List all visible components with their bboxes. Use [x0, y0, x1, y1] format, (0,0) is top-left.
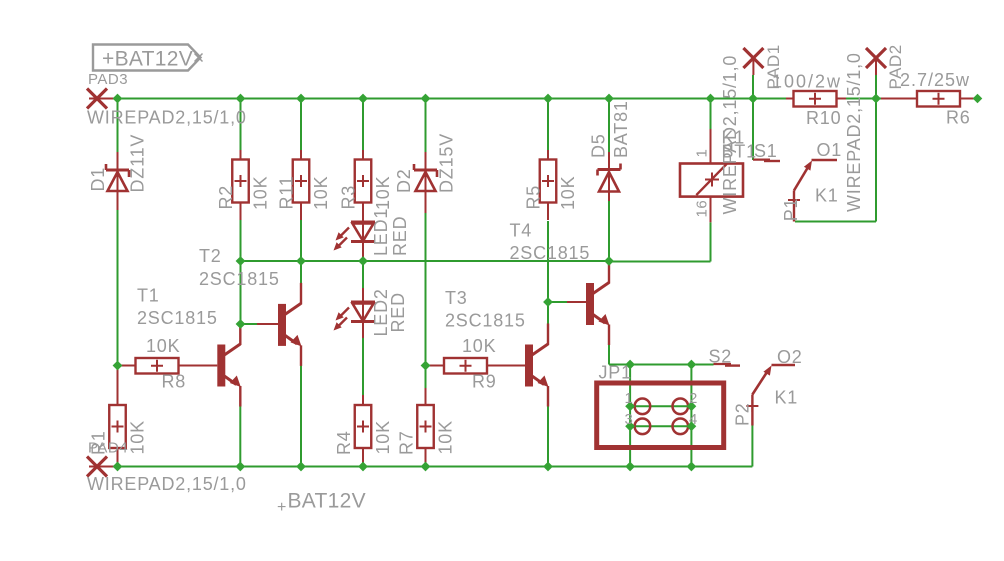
svg-text:R2: R2 [216, 185, 236, 210]
svg-text:DZ11V: DZ11V [128, 134, 148, 193]
svg-text:2.7/25w: 2.7/25w [900, 70, 970, 90]
svg-text:R11: R11 [277, 175, 297, 209]
svg-text:4: 4 [689, 411, 698, 428]
svg-text:PAD2: PAD2 [886, 44, 905, 89]
svg-text:R6: R6 [946, 108, 971, 128]
svg-text:RED: RED [390, 216, 410, 256]
svg-text:RED: RED [388, 292, 408, 332]
svg-text:R9: R9 [472, 372, 497, 392]
svg-text:2SC1815: 2SC1815 [137, 308, 218, 328]
svg-text:D1: D1 [88, 167, 108, 192]
svg-text:K1: K1 [722, 128, 746, 148]
svg-text:DZ15V: DZ15V [437, 133, 457, 193]
svg-text:16: 16 [694, 200, 711, 218]
svg-text:10K: 10K [558, 176, 578, 210]
svg-text:R5: R5 [524, 185, 544, 210]
svg-text:BAT12V: BAT12V [288, 490, 366, 513]
svg-text:2SC1815: 2SC1815 [510, 243, 591, 263]
svg-text:1: 1 [694, 149, 711, 158]
svg-text:10K: 10K [462, 336, 496, 356]
svg-text:P2: P2 [733, 402, 753, 426]
svg-text:WIREPAD2,15/1,0: WIREPAD2,15/1,0 [87, 474, 247, 494]
svg-text:T2: T2 [199, 246, 222, 266]
svg-text:R1: R1 [89, 430, 109, 455]
svg-text:R10: R10 [806, 108, 841, 128]
svg-text:10K: 10K [373, 176, 393, 210]
svg-text:PAD4: PAD4 [88, 440, 128, 457]
svg-text:K1: K1 [815, 186, 839, 206]
svg-text:1: 1 [625, 390, 634, 407]
svg-text:JP1: JP1 [599, 363, 632, 383]
svg-text:+: + [277, 499, 286, 516]
svg-text:R7: R7 [397, 430, 417, 455]
svg-text:2: 2 [689, 390, 698, 407]
svg-text:LED2: LED2 [371, 288, 391, 336]
svg-text:PAD1: PAD1 [764, 44, 783, 89]
svg-text:P1: P1 [781, 198, 801, 222]
svg-text:R4: R4 [334, 430, 354, 455]
svg-text:K1: K1 [775, 388, 799, 408]
svg-text:10K: 10K [128, 420, 148, 454]
svg-text:WIREPAD2,15/1,0: WIREPAD2,15/1,0 [844, 52, 864, 212]
svg-text:D5: D5 [589, 133, 609, 158]
svg-text:10K: 10K [373, 420, 393, 454]
svg-text:S1: S1 [754, 141, 778, 161]
svg-text:LED1: LED1 [371, 208, 391, 256]
svg-text:+BAT12V: +BAT12V [102, 48, 193, 71]
svg-text:100/2w: 100/2w [772, 72, 842, 92]
svg-text:10K: 10K [436, 420, 456, 454]
svg-text:T3: T3 [445, 288, 468, 308]
svg-text:10K: 10K [251, 176, 271, 210]
svg-text:10K: 10K [311, 176, 331, 210]
svg-text:D2: D2 [394, 168, 414, 193]
svg-text:2SC1815: 2SC1815 [199, 269, 280, 289]
svg-text:3: 3 [625, 411, 634, 428]
svg-text:R8: R8 [162, 372, 187, 392]
svg-text:10K: 10K [146, 336, 180, 356]
svg-text:T4: T4 [510, 221, 533, 241]
svg-text:BT1: BT1 [722, 142, 757, 162]
svg-text:S2: S2 [709, 347, 733, 367]
svg-text:O1: O1 [817, 140, 843, 160]
svg-text:WIREPAD2,15/1,0: WIREPAD2,15/1,0 [87, 108, 247, 128]
svg-text:WIREPAD2,15/1,0: WIREPAD2,15/1,0 [720, 55, 740, 215]
svg-text:O2: O2 [777, 347, 803, 367]
svg-text:R3: R3 [339, 185, 359, 210]
svg-text:2SC1815: 2SC1815 [445, 311, 526, 331]
svg-text:PAD3: PAD3 [88, 71, 128, 88]
svg-text:T1: T1 [137, 286, 160, 306]
svg-text:BAT81: BAT81 [611, 100, 631, 158]
